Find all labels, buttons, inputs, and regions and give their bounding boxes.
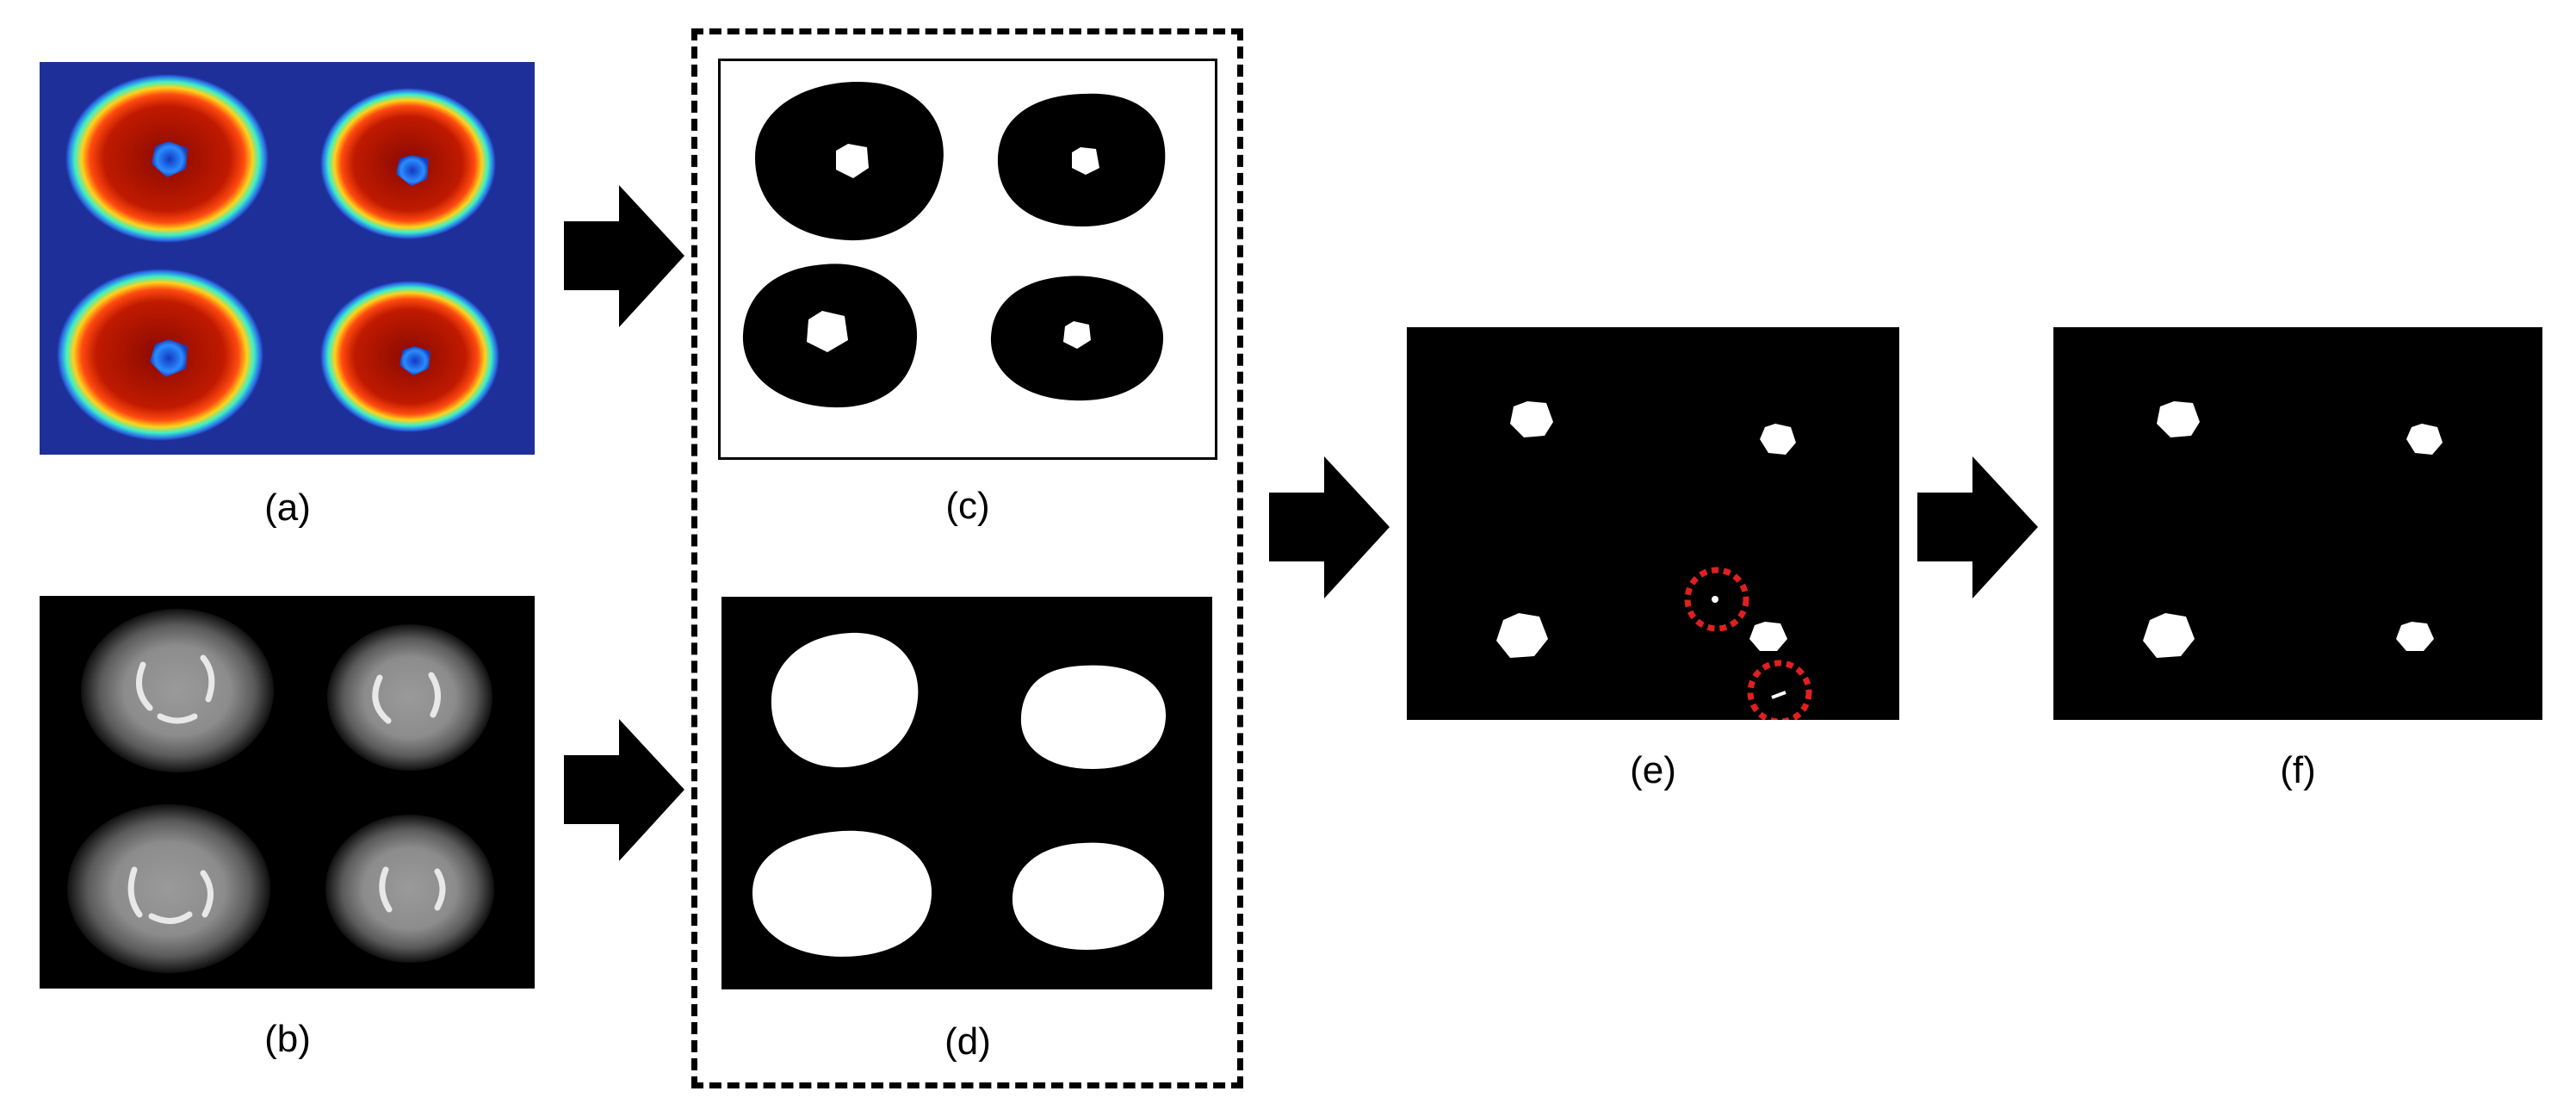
noise-highlight-circle: [1684, 567, 1749, 632]
core-mask-image: [1407, 327, 1899, 720]
noise-highlight-circle: [1747, 660, 1812, 720]
caption-d: (d): [944, 1020, 991, 1063]
panel-a-heatmap: [40, 62, 535, 455]
dashed-group-box: [691, 28, 1243, 1088]
panel-b-grayscale: [40, 596, 535, 989]
caption-c: (c): [945, 485, 990, 527]
right-arrow-icon: [564, 719, 684, 861]
caption-a: (a): [264, 487, 311, 529]
right-arrow-icon: [1917, 456, 2038, 598]
cleaned-core-image: [2053, 327, 2542, 720]
panel-e-extracted-cores: [1407, 327, 1899, 720]
blob-mask-image: [721, 597, 1212, 989]
panel-d-white-blobs: [721, 597, 1212, 989]
right-arrow-icon: [564, 185, 684, 327]
panel-c-binary-rings: [718, 59, 1217, 460]
caption-e: (e): [1630, 749, 1676, 791]
caption-b: (b): [264, 1018, 311, 1060]
heatmap-image: [40, 62, 535, 455]
grayscale-image: [40, 596, 535, 989]
panel-f-cleaned-cores: [2053, 327, 2542, 720]
caption-f: (f): [2280, 749, 2316, 791]
right-arrow-icon: [1269, 456, 1390, 598]
